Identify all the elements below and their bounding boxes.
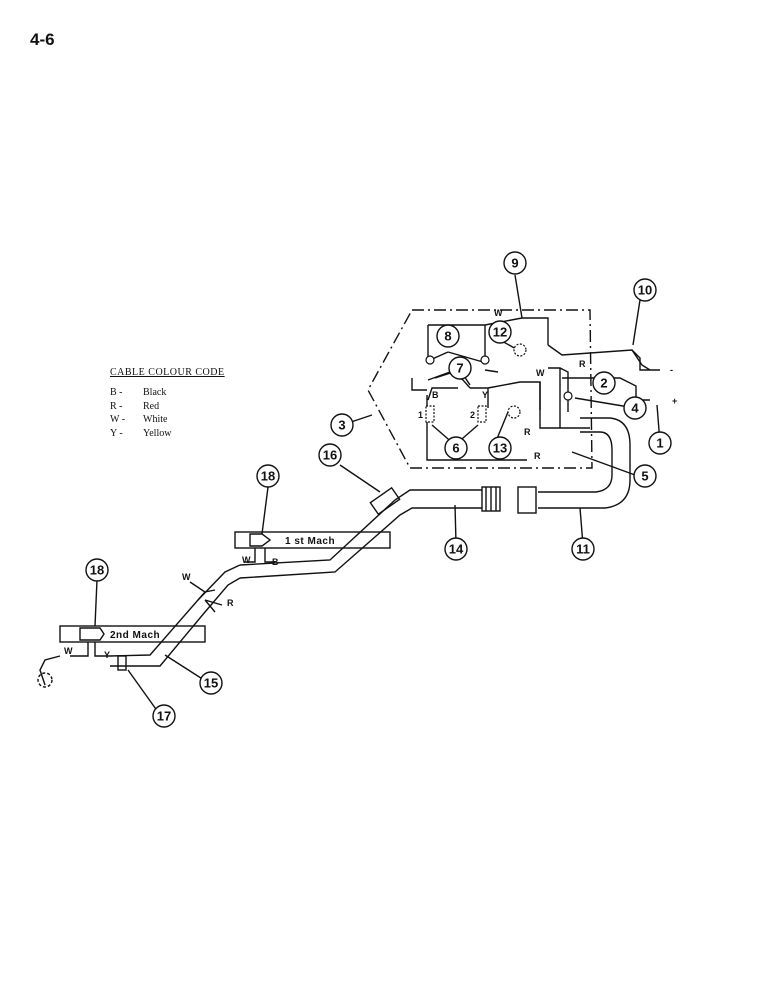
callout-7: 7: [448, 356, 472, 380]
callout-1: 1: [648, 431, 672, 455]
terminal-plus: +: [672, 396, 677, 406]
lead-negative: [631, 349, 660, 371]
fuse-4: [563, 391, 573, 401]
legend-title: CABLE COLOUR CODE: [110, 367, 225, 378]
leader-lines: [94, 274, 661, 713]
cable-14-lower: [239, 507, 482, 579]
switch-label-2: 2: [470, 410, 475, 420]
indicator-13: [507, 405, 521, 419]
callout-4: 4: [623, 396, 647, 420]
callout-number: 10: [638, 283, 652, 298]
switch-label-1: 1: [418, 410, 423, 420]
sleeve-17: [117, 655, 127, 671]
switch-6-right: [477, 405, 487, 423]
legend-row-white: W -White: [110, 414, 168, 425]
earth-wire: [39, 655, 61, 686]
bar-2nd-sensor: [70, 627, 110, 657]
callout-number: 18: [261, 469, 275, 484]
machine-label-1st: 1 st Mach: [285, 536, 335, 547]
callout-number: 14: [449, 542, 464, 557]
callout-10: 10: [633, 278, 657, 302]
callout-11: 11: [571, 537, 595, 561]
callout-16: 16: [318, 443, 342, 467]
cable-11-outer: [538, 417, 631, 509]
callout-18: 18: [256, 464, 280, 488]
bar-1st-sensor: [245, 533, 275, 563]
callout-number: 16: [323, 448, 337, 463]
callout-5: 5: [633, 464, 657, 488]
inner-wiring-switch: [426, 381, 541, 461]
cable-colour-legend: CABLE COLOUR CODE B -Black R -Red W -Whi…: [110, 367, 225, 440]
wire-label-w: W: [182, 572, 191, 582]
wire-label-y: Y: [482, 390, 488, 400]
machine-label-2nd: 2nd Mach: [110, 630, 160, 641]
sleeve-16: [369, 486, 401, 516]
wire-label-b: B: [432, 390, 439, 400]
callout-number: 15: [204, 676, 218, 691]
bar-1st-mach: [234, 531, 391, 549]
callout-number: 1: [656, 436, 663, 451]
wire-label-r: R: [579, 359, 586, 369]
callout-number: 4: [631, 401, 639, 416]
callout-13: 13: [488, 436, 512, 460]
callout-number: 7: [456, 361, 463, 376]
callout-number: 18: [90, 563, 104, 578]
lamp-8-right: [480, 355, 490, 365]
legend-row-yellow: Y -Yellow: [110, 427, 172, 439]
callout-number: 17: [157, 709, 171, 724]
callout-number: 6: [452, 441, 459, 456]
callout-17: 17: [152, 704, 176, 728]
wire-label-w: W: [242, 555, 251, 565]
lamp-8-left: [425, 355, 435, 365]
callout-3: 3: [330, 413, 354, 437]
callout-number: 8: [444, 329, 451, 344]
terminal-minus: -: [670, 365, 673, 375]
callout-2: 2: [592, 371, 616, 395]
cable-15-lower: [110, 577, 241, 667]
callout-number: 3: [338, 418, 345, 433]
page-number: 4-6: [30, 30, 55, 49]
wire-label-w: W: [536, 368, 545, 378]
indicator-12: [513, 343, 527, 357]
bar-2nd-mach: [59, 625, 206, 643]
callout-number: 11: [576, 542, 590, 557]
wire-label-r: R: [534, 451, 541, 461]
callout-15: 15: [199, 671, 223, 695]
callout-9: 9: [503, 251, 527, 275]
wire-label-r: R: [524, 427, 531, 437]
callout-8: 8: [436, 324, 460, 348]
callout-14: 14: [444, 537, 468, 561]
wire-label-w: W: [64, 646, 73, 656]
cable-14-upper: [239, 489, 482, 566]
connector-plug-right: [517, 486, 537, 514]
callout-number: 12: [493, 325, 507, 340]
callout-number: 5: [641, 469, 648, 484]
callout-number: 13: [493, 441, 507, 456]
control-box-outline: [367, 309, 593, 469]
callout-12: 12: [488, 320, 512, 344]
wire-label-b: B: [272, 557, 279, 567]
wire-label-y: Y: [104, 650, 110, 660]
callout-6: 6: [444, 436, 468, 460]
legend-row-red: R -Red: [110, 400, 160, 412]
cable-11-inner: [538, 431, 613, 493]
wire-label-w: W: [494, 308, 503, 318]
junction-wires: [189, 581, 223, 613]
wire-label-r: R: [227, 598, 234, 608]
switch-6-left: [425, 405, 435, 423]
callout-number: 2: [600, 376, 607, 391]
inner-wiring-top: [427, 317, 651, 371]
callout-18: 18: [85, 558, 109, 582]
callout-number: 9: [511, 256, 518, 271]
legend-row-black: B -Black: [110, 387, 167, 398]
